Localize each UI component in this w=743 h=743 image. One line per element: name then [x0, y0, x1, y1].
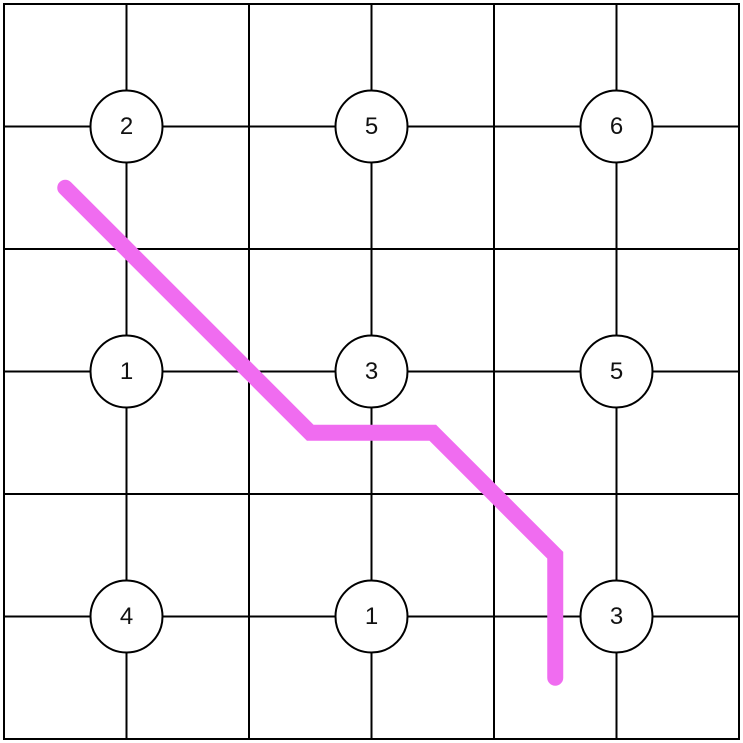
- clue-node: 1: [334, 579, 409, 654]
- clue-circle: [334, 89, 409, 164]
- drawn-path: [57, 179, 564, 686]
- clue-circle: [89, 579, 164, 654]
- clue-circle: [579, 89, 654, 164]
- clue-circle: [334, 334, 409, 409]
- clue-circle: [89, 334, 164, 409]
- clue-nodes: 2 5 6 1 3 5 4 1 3: [89, 89, 654, 654]
- clue-node: 6: [579, 89, 654, 164]
- clue-circle: [334, 579, 409, 654]
- clue-node: 5: [334, 89, 409, 164]
- clue-circle: [579, 579, 654, 654]
- clue-number: 2: [120, 113, 133, 140]
- clue-node: 2: [89, 89, 164, 164]
- clue-node: 5: [579, 334, 654, 409]
- clue-number: 5: [365, 113, 378, 140]
- clue-circle: [89, 89, 164, 164]
- clue-number: 1: [365, 603, 378, 630]
- clue-node: 1: [89, 334, 164, 409]
- clue-number: 4: [120, 603, 133, 630]
- clue-node: 4: [89, 579, 164, 654]
- clue-number: 3: [610, 603, 623, 630]
- clue-number: 3: [365, 358, 378, 385]
- clue-number: 1: [120, 358, 133, 385]
- clue-number: 6: [610, 113, 623, 140]
- path-line: [57, 179, 564, 686]
- clue-node: 3: [334, 334, 409, 409]
- clue-node: 3: [579, 579, 654, 654]
- clue-circle: [579, 334, 654, 409]
- clue-number: 5: [610, 358, 623, 385]
